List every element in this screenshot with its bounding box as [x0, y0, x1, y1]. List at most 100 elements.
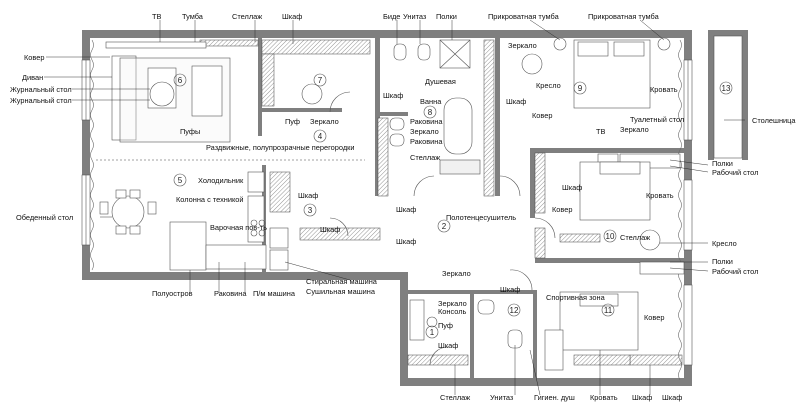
label-vanity: Туалетный стол [630, 115, 684, 124]
label-wardrobe: Шкаф [662, 393, 682, 402]
label-rug: Ковер [552, 205, 572, 214]
label-dining-table: Обеденный стол [16, 213, 73, 222]
label-wardrobe: Шкаф [500, 285, 520, 294]
label-mirror: Зеркало [508, 41, 537, 50]
label-peninsula: Полуостров [152, 289, 193, 298]
label-armchair: Кресло [712, 239, 737, 248]
label-rug: Ковер [532, 111, 552, 120]
room-number-1: 1 [425, 325, 439, 339]
svg-text:4: 4 [318, 132, 323, 141]
svg-text:9: 9 [578, 84, 583, 93]
room-number-4: 4 [313, 129, 327, 143]
label-bed: Кровать [590, 393, 618, 402]
room-number-12: 12 [507, 303, 521, 317]
label-coffee-table: Журнальный стол [10, 85, 72, 94]
doors [329, 91, 556, 366]
label-mirror: Зеркало [442, 269, 471, 278]
label-dryer: Сушильная машина [306, 287, 376, 296]
svg-text:2: 2 [442, 222, 447, 231]
room-number-11: 11 [601, 303, 615, 317]
label-tv: ТВ [596, 127, 606, 136]
label-towel-dryer: Полотенцесушитель [446, 213, 516, 222]
label-hob: Варочная пов-ть [210, 223, 267, 232]
label-shelving: Стеллаж [232, 12, 262, 21]
label-coffee-table: Журнальный стол [10, 96, 72, 105]
label-desk: Рабочий стол [712, 267, 758, 276]
label-tumba: Тумба [182, 12, 204, 21]
labels: ТВ Тумба Стеллаж Шкаф Биде Унитаз Полки … [10, 12, 796, 402]
svg-text:6: 6 [178, 76, 183, 85]
label-dishwasher: П/м машина [253, 289, 296, 298]
label-pouf: Пуф [438, 321, 453, 330]
label-sink: Раковина [214, 289, 247, 298]
label-desk: Рабочий стол [712, 168, 758, 177]
room-number-9: 9 [573, 81, 587, 95]
label-armchair: Кресло [536, 81, 561, 90]
label-mirror: Зеркало [410, 127, 439, 136]
label-poufs: Пуфы [180, 127, 200, 136]
label-bathtub: Ванна [420, 97, 442, 106]
label-shelves: Полки [712, 159, 733, 168]
room-number-8: 8 [423, 105, 437, 119]
label-bed: Кровать [650, 85, 678, 94]
label-wardrobe: Шкаф [282, 12, 302, 21]
label-countertop: Столешница [752, 116, 796, 125]
label-pouf: Пуф [285, 117, 300, 126]
label-bidet: Биде [383, 12, 400, 21]
label-sofa: Диван [22, 73, 43, 82]
label-nightstand: Прикроватная тумба [488, 12, 560, 21]
wardrobes [199, 39, 683, 366]
label-sports-zone: Спортивная зона [546, 293, 606, 302]
label-wardrobe: Шкаф [320, 225, 340, 234]
label-washer: Стиральная машина [306, 277, 378, 286]
label-toilet: Унитаз [403, 12, 427, 21]
leader-lines [44, 19, 745, 396]
svg-text:3: 3 [308, 206, 313, 215]
label-wardrobe: Шкаф [383, 91, 403, 100]
curtains [90, 39, 682, 381]
room-numbers: 1 2 3 4 5 6 7 8 9 10 11 12 13 [173, 73, 733, 339]
svg-text:10: 10 [606, 232, 615, 241]
room-number-2: 2 [437, 219, 451, 233]
room-number-6: 6 [173, 73, 187, 87]
label-wardrobe: Шкаф [396, 205, 416, 214]
label-wardrobe: Шкаф [562, 183, 582, 192]
room-number-10: 10 [603, 229, 617, 243]
label-shelves: Полки [712, 257, 733, 266]
label-nightstand: Прикроватная тумба [588, 12, 660, 21]
svg-text:8: 8 [428, 108, 433, 117]
label-wardrobe: Шкаф [438, 341, 458, 350]
label-shower: Душевая [425, 77, 456, 86]
svg-text:12: 12 [510, 306, 519, 315]
label-shelving: Стеллаж [440, 393, 470, 402]
label-shelving: Стеллаж [410, 153, 440, 162]
svg-text:1: 1 [430, 328, 435, 337]
label-partitions: Раздвижные, полупрозрачные перегородки [206, 143, 355, 152]
furniture [96, 37, 685, 371]
label-mirror: Зеркало [438, 299, 467, 308]
room-number-7: 7 [313, 73, 327, 87]
label-mirror: Зеркало [620, 125, 649, 134]
label-rug: Ковер [644, 313, 664, 322]
label-shelving: Стеллаж [620, 233, 650, 242]
room-number-13: 13 [719, 81, 733, 95]
label-console: Консоль [438, 307, 467, 316]
label-bed: Кровать [646, 191, 674, 200]
room-number-3: 3 [303, 203, 317, 217]
label-mirror: Зеркало [310, 117, 339, 126]
label-sink: Раковина [410, 117, 443, 126]
label-toilet: Унитаз [490, 393, 514, 402]
label-fridge: Холодильник [198, 176, 244, 185]
svg-text:13: 13 [722, 84, 731, 93]
label-wardrobe: Шкаф [632, 393, 652, 402]
label-hygienic-shower: Гигиен. душ [534, 393, 575, 402]
label-rug: Ковер [24, 53, 44, 62]
label-appliance-column: Колонна с техникой [176, 195, 244, 204]
windows [81, 59, 693, 366]
label-tv: ТВ [152, 12, 162, 21]
label-wardrobe: Шкаф [298, 191, 318, 200]
room-number-5: 5 [173, 173, 187, 187]
label-sink: Раковина [410, 137, 443, 146]
